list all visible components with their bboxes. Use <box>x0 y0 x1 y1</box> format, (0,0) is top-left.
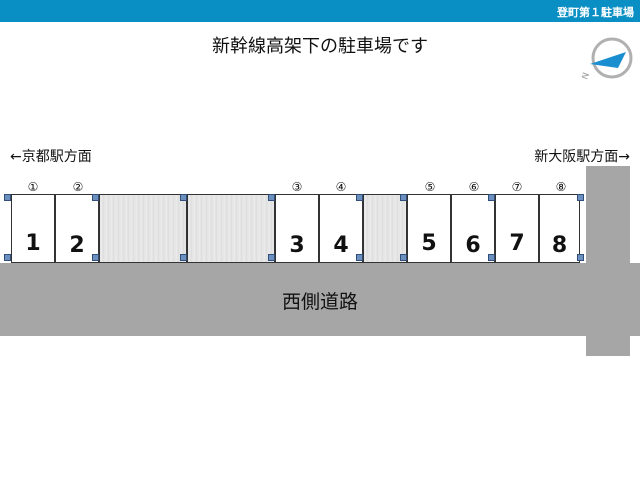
selection-handle <box>92 194 99 201</box>
selection-handle <box>356 194 363 201</box>
slot-circled-number: ② <box>72 180 84 194</box>
selection-handle <box>577 194 584 201</box>
slot-circled-number: ③ <box>291 180 303 194</box>
unavailable-area <box>363 194 407 263</box>
header-label: 登町第１駐車場 <box>557 6 634 19</box>
slot-number: 5 <box>421 231 437 256</box>
unavailable-area <box>187 194 275 263</box>
slot-circled-number: ⑧ <box>555 180 567 194</box>
unavailable-area <box>99 194 187 263</box>
slot-number: 3 <box>289 233 305 258</box>
compass-arrow <box>590 52 626 68</box>
selection-handle <box>488 194 495 201</box>
selection-handle <box>400 194 407 201</box>
parking-slot-2[interactable]: 2 <box>55 194 99 263</box>
selection-handle <box>577 254 584 261</box>
parking-slot-4[interactable]: 4 <box>319 194 363 263</box>
selection-handle <box>400 254 407 261</box>
selection-handle <box>268 254 275 261</box>
parking-slot-6[interactable]: 6 <box>451 194 495 263</box>
direction-shin-osaka: 新大阪駅方面→ <box>534 149 630 165</box>
compass-icon: N <box>582 37 633 81</box>
slot-circled-number: ⑤ <box>424 180 436 194</box>
slot-circled-number: ① <box>27 180 39 194</box>
parking-slot-7[interactable]: 7 <box>495 194 539 263</box>
header-bar: 登町第１駐車場 <box>0 0 640 22</box>
selection-handle <box>180 194 187 201</box>
slot-number: 1 <box>25 231 41 256</box>
parking-slot-8[interactable]: 8 <box>539 194 580 263</box>
road-name: 西側道路 <box>281 291 358 313</box>
slot-number: 4 <box>333 233 349 258</box>
parking-slot-1[interactable]: 1 <box>11 194 55 263</box>
side-road <box>586 166 630 356</box>
slot-circled-number: ⑦ <box>511 180 523 194</box>
selection-handle <box>92 254 99 261</box>
selection-handle <box>488 254 495 261</box>
parking-slot-5[interactable]: 5 <box>407 194 451 263</box>
compass-north-label: N <box>582 71 592 81</box>
slot-circled-number: ⑥ <box>468 180 480 194</box>
slot-number: 8 <box>551 233 568 258</box>
direction-kyoto: ←京都駅方面 <box>10 149 92 165</box>
page-title: 新幹線高架下の駐車場です <box>212 36 428 57</box>
selection-handle <box>356 254 363 261</box>
west-road <box>0 263 640 336</box>
selection-handle <box>4 254 11 261</box>
selection-handle <box>4 194 11 201</box>
slot-circled-number: ④ <box>335 180 347 194</box>
parking-slot-3[interactable]: 3 <box>275 194 319 263</box>
slot-number: 2 <box>69 233 85 258</box>
slot-number: 6 <box>465 233 481 258</box>
selection-handle <box>268 194 275 201</box>
selection-handle <box>180 254 187 261</box>
slot-number: 7 <box>509 231 525 256</box>
